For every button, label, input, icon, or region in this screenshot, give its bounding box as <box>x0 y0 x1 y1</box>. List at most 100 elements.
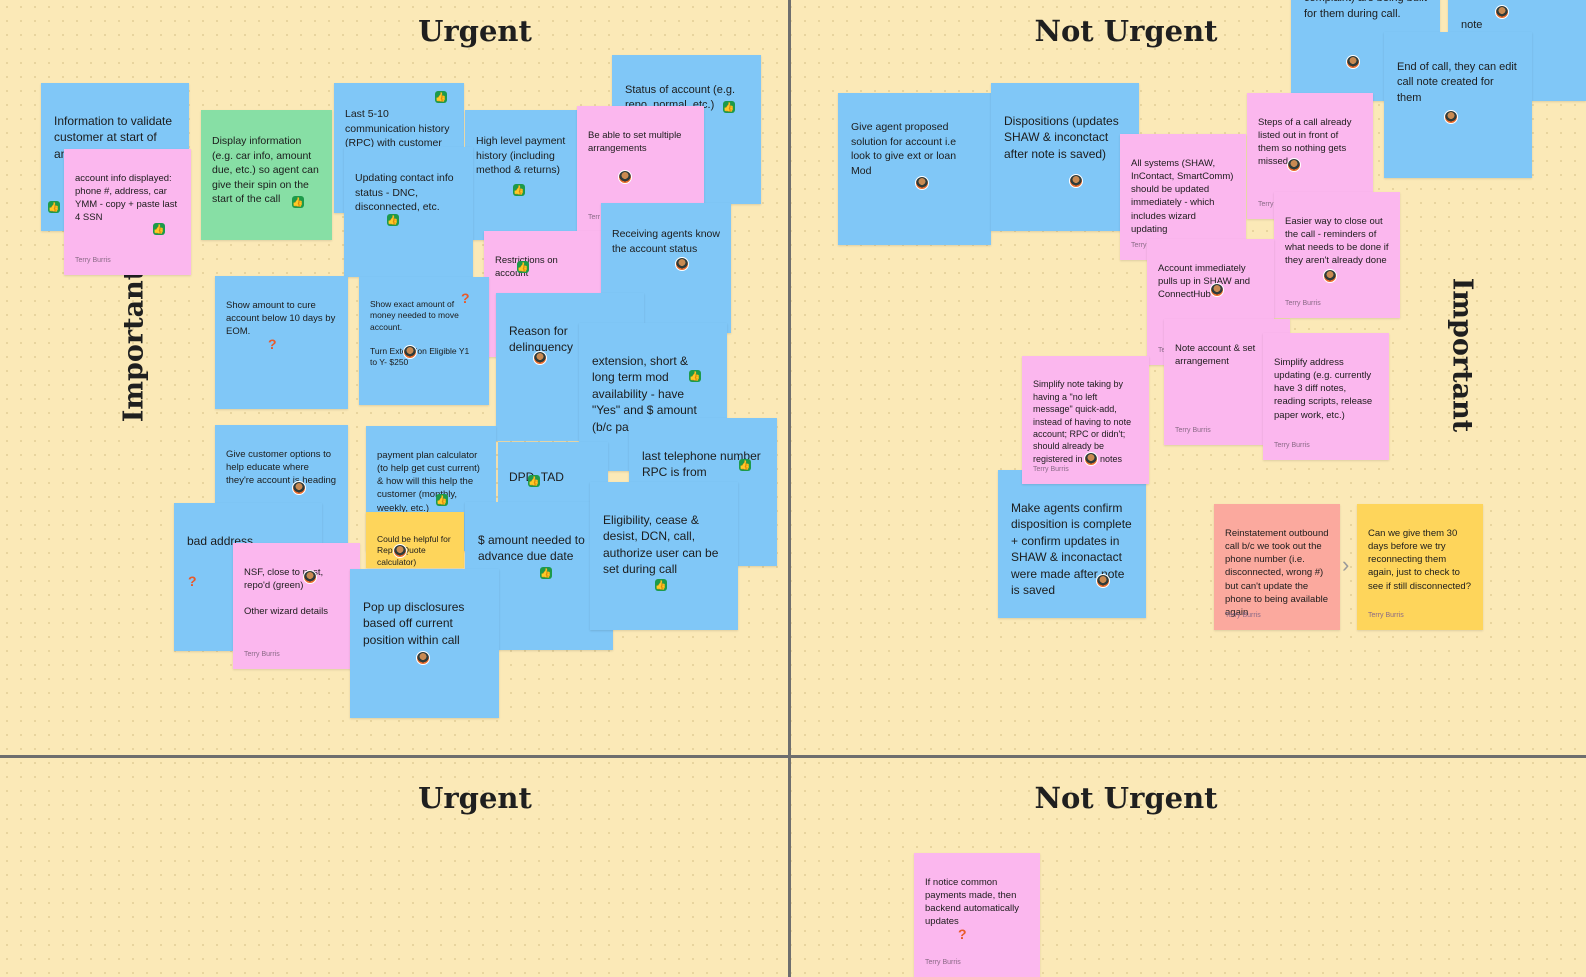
sticky-note[interactable]: Pop up disclosures based off current pos… <box>350 569 499 718</box>
question-mark-icon: ? <box>188 573 197 589</box>
note-text: Steps of a call already listed out in fr… <box>1258 117 1352 168</box>
note-text: Display information (e.g. car info, amou… <box>212 135 319 206</box>
sticky-note[interactable]: Simplify address updating (e.g. currentl… <box>1263 333 1389 460</box>
note-author: Terry Burris <box>244 651 280 659</box>
note-text: Status of account (e.g. repo, normal, et… <box>625 84 736 111</box>
note-text: Easier way to close out the call - remin… <box>1285 216 1389 267</box>
sticky-note[interactable]: account info displayed: phone #, address… <box>64 149 191 275</box>
horizontal-divider <box>0 755 1586 758</box>
sticky-note[interactable]: Show amount to cure account below 10 day… <box>215 276 348 409</box>
sticky-note[interactable]: Give agent proposed solution for account… <box>838 93 991 245</box>
avatar-icon <box>1495 5 1509 19</box>
thumbs-up-icon: 👍 <box>387 214 399 226</box>
note-text: note <box>1461 19 1483 32</box>
heading-not-urgent-bottom: Not Urgent <box>1034 781 1218 815</box>
heading-urgent-top: Urgent <box>418 14 532 48</box>
sticky-note[interactable]: NSF, close to post, repo'd (green) Other… <box>233 543 360 669</box>
note-text: Updating contact info status - DNC, disc… <box>355 172 454 214</box>
axis-label-important-left: Important <box>118 267 150 423</box>
note-text: Reinstatement outbound call b/c we took … <box>1225 528 1329 618</box>
sticky-note[interactable]: Easier way to close out the call - remin… <box>1274 192 1400 318</box>
note-text: Can we give them 30 days before we try r… <box>1368 528 1471 592</box>
thumbs-up-icon: 👍 <box>528 475 540 487</box>
sticky-note[interactable]: Updating contact info status - DNC, disc… <box>344 147 473 277</box>
note-text: Restrictions on account <box>495 255 558 280</box>
thumbs-up-icon: 👍 <box>689 370 701 382</box>
note-text: Note account & set arrangement <box>1175 343 1256 368</box>
sticky-note[interactable]: Simplify note taking by having a "no lef… <box>1022 356 1149 484</box>
sticky-note[interactable]: Dispositions (updates SHAW & inconctact … <box>991 83 1139 231</box>
thumbs-up-icon: 👍 <box>435 91 447 103</box>
note-text: Simplify address updating (e.g. currentl… <box>1274 357 1373 421</box>
sticky-note[interactable]: End of call, they can edit call note cre… <box>1384 32 1532 178</box>
sticky-note[interactable]: Display information (e.g. car info, amou… <box>201 110 332 240</box>
note-text: Give agent proposed solution for account… <box>851 121 957 177</box>
question-mark-icon: ? <box>958 926 967 942</box>
sticky-note[interactable]: Reinstatement outbound call b/c we took … <box>1214 504 1340 630</box>
question-mark-icon: ? <box>268 336 277 352</box>
note-author: Terry Burris <box>1033 466 1069 474</box>
note-author: Terry <box>1258 201 1274 209</box>
avatar-icon <box>1210 283 1224 297</box>
note-text: DPD, TAD <box>509 469 564 484</box>
sticky-note[interactable]: Show exact amount of money needed to mov… <box>359 277 489 405</box>
thumbs-up-icon: 👍 <box>723 101 735 113</box>
note-text: Be able to set multiple arrangements <box>588 130 682 155</box>
sticky-note[interactable]: High level payment history (including me… <box>465 110 595 240</box>
note-text: Reason for delinquency <box>509 323 574 355</box>
avatar-icon <box>618 170 632 184</box>
avatar-icon <box>303 570 317 584</box>
note-author: Terry Burris <box>75 257 111 265</box>
thumbs-up-icon: 👍 <box>655 579 667 591</box>
avatar-icon <box>533 351 547 365</box>
thumbs-up-icon: 👍 <box>436 494 448 506</box>
avatar-icon <box>675 257 689 271</box>
avatar-icon <box>1346 55 1360 69</box>
thumbs-up-icon: 👍 <box>517 261 529 273</box>
avatar-icon <box>393 544 407 558</box>
note-author: Terry Burris <box>1274 442 1310 450</box>
thumbs-up-icon: 👍 <box>292 196 304 208</box>
avatar-icon <box>915 176 929 190</box>
avatar-icon <box>416 651 430 665</box>
avatar-icon <box>1096 574 1110 588</box>
note-text: Receiving agents know the account status <box>612 228 720 255</box>
heading-urgent-bottom: Urgent <box>418 781 532 815</box>
avatar-icon <box>1287 158 1301 172</box>
sticky-note[interactable]: Can we give them 30 days before we try r… <box>1357 504 1483 630</box>
note-text: account info displayed: phone #, address… <box>75 173 178 224</box>
thumbs-up-icon: 👍 <box>513 184 525 196</box>
note-text: All systems (SHAW, InContact, SmartComm)… <box>1131 158 1234 235</box>
connector-arrow-icon[interactable]: › <box>1342 552 1350 577</box>
note-text: High level payment history (including me… <box>476 135 566 177</box>
heading-not-urgent-top: Not Urgent <box>1034 14 1218 48</box>
sticky-note[interactable]: Eligibility, cease & desist, DCN, call, … <box>590 482 738 630</box>
note-text: If notice common payments made, then bac… <box>925 877 1019 928</box>
thumbs-up-icon: 👍 <box>739 459 751 471</box>
question-mark-icon: ? <box>461 290 470 306</box>
thumbs-up-icon: 👍 <box>540 567 552 579</box>
sticky-note[interactable]: If notice common payments made, then bac… <box>914 853 1040 977</box>
avatar-icon <box>292 481 306 495</box>
note-text: Show amount to cure account below 10 day… <box>226 300 336 338</box>
sticky-note[interactable]: Make agents confirm disposition is compl… <box>998 470 1146 618</box>
note-text: last telephone number RPC is from <box>642 448 761 480</box>
note-author: Terry Burris <box>1285 300 1321 308</box>
note-author: Terry Burris <box>1225 612 1261 620</box>
note-text: Give customer options to help educate wh… <box>226 449 337 487</box>
note-text: Dispositions (updates SHAW & inconctact … <box>1004 113 1119 161</box>
note-author: Terry Burris <box>1368 612 1404 620</box>
vertical-divider <box>788 0 791 977</box>
avatar-icon <box>1444 110 1458 124</box>
note-author: Terry Burris <box>925 959 961 967</box>
sticky-note[interactable]: Could be helpful for Repo (Quote calcula… <box>366 512 464 568</box>
note-author: Terry Burris <box>1175 427 1211 435</box>
avatar-icon <box>1084 452 1098 466</box>
note-text: Make agents confirm disposition is compl… <box>1011 500 1132 598</box>
avatar-icon <box>403 345 417 359</box>
note-author: Te <box>1158 347 1166 355</box>
avatar-icon <box>1323 269 1337 283</box>
note-author: Terr <box>588 214 601 222</box>
note-text: Show exact amount of money needed to mov… <box>370 298 470 368</box>
